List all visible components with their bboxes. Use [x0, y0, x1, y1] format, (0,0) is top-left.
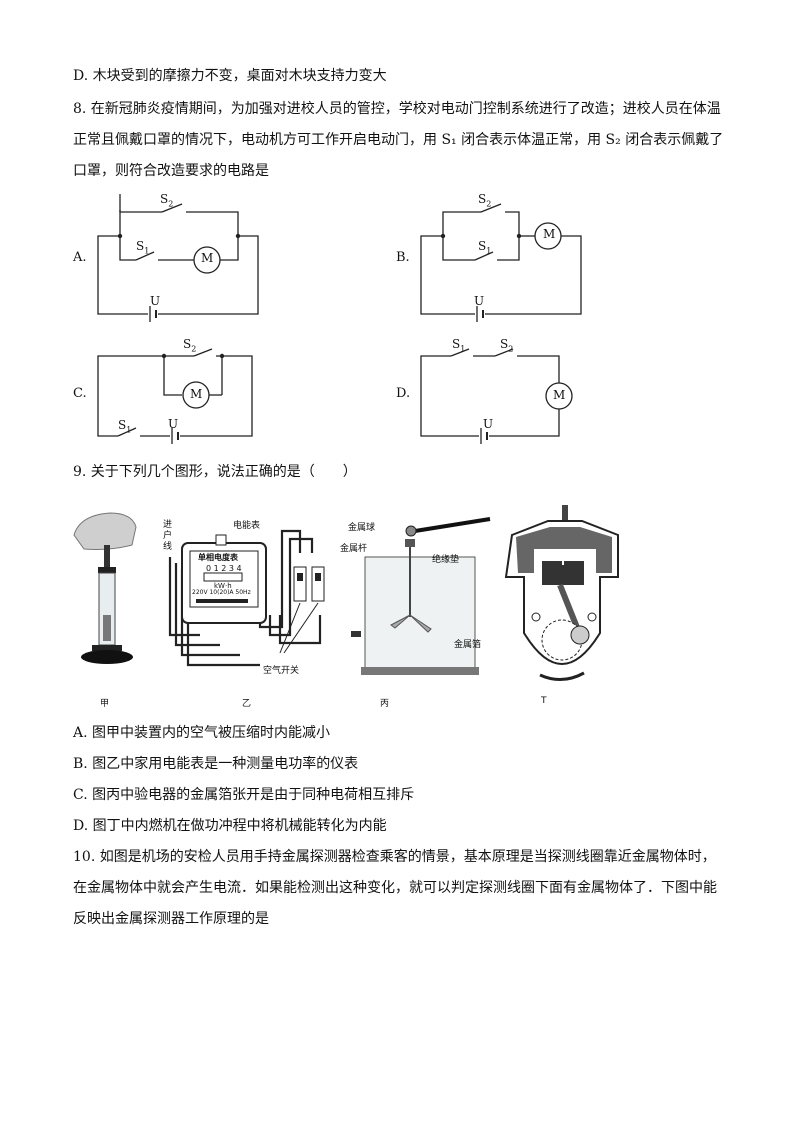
circuit-b-s1-label: S1	[478, 239, 492, 256]
figure-jia-compression-cylinder	[73, 512, 137, 664]
circuit-c-s1-label: S1	[118, 418, 132, 435]
figure-jia-caption: 甲	[100, 699, 110, 709]
meter-spec: 220V 10(20)A 50Hz	[192, 589, 251, 596]
circuit-b-diagram	[420, 203, 582, 322]
q8-option-c-label[interactable]: C.	[73, 386, 87, 401]
q7-option-d: D. 木块受到的摩擦力不变，桌面对木块支持力变大	[73, 68, 387, 84]
circuit-d-diagram	[420, 348, 573, 444]
q9-option-d[interactable]: D. 图丁中内燃机在做功冲程中将机械能转化为内能	[73, 818, 387, 834]
q10-stem-line2: 在金属物体中就会产生电流．如果能检测出这种变化，就可以判定探测线圈下面有金属物体…	[73, 880, 717, 896]
circuit-a-diagram	[97, 194, 259, 324]
q8-option-d-label[interactable]: D.	[396, 386, 411, 401]
meter-reading: 0 1 2 3 4	[206, 564, 242, 573]
circuit-a-s2-label: S2	[160, 192, 174, 209]
circuit-c-diagram	[97, 348, 253, 444]
q10-stem-line1: 10. 如图是机场的安检人员用手持金属探测器检查乘客的情景，基本原理是当探测线圈…	[73, 849, 716, 865]
meter-incoming-line-label: 进户线	[163, 520, 173, 552]
circuit-d-s2-label: S2	[500, 337, 514, 354]
circuit-d-motor-label: M	[553, 388, 566, 402]
figure-yi-caption: 乙	[242, 699, 252, 709]
circuit-d-s1-label: S1	[452, 337, 466, 354]
electroscope-ball-label: 金属球	[348, 523, 376, 533]
air-switch-label: 空气开关	[263, 666, 300, 676]
circuit-b-s2-label: S2	[478, 192, 492, 209]
circuit-c-s2-label: S2	[183, 337, 197, 354]
q9-option-b[interactable]: B. 图乙中家用电能表是一种测量电功率的仪表	[73, 756, 359, 772]
q8-stem-line2: 正常且佩戴口罩的情况下，电动机方可工作开启电动门，用 S₁ 闭合表示体温正常，用…	[73, 132, 724, 148]
meter-title: 单相电度表	[198, 553, 238, 562]
q8-stem-line3: 口罩，则符合改造要求的电路是	[73, 163, 269, 179]
circuit-a-source-label: U	[150, 294, 161, 308]
circuit-d-source-label: U	[483, 417, 494, 431]
circuit-c-motor-label: M	[190, 387, 203, 401]
electroscope-foil-label: 金属箔	[454, 640, 482, 650]
q8-option-b-label[interactable]: B.	[396, 250, 410, 265]
circuit-a-s1-label: S1	[136, 239, 150, 256]
q9-stem: 9. 关于下列几个图形，说法正确的是（ ）	[73, 464, 357, 480]
figure-yi-electric-meter	[168, 529, 325, 667]
circuit-b-source-label: U	[474, 294, 485, 308]
figure-bing-electroscope	[351, 517, 491, 675]
q10-stem-line3: 反映出金属探测器工作原理的是	[73, 911, 269, 927]
circuit-a-motor-label: M	[201, 251, 214, 265]
electroscope-rod-label: 金属杆	[340, 544, 368, 554]
meter-name-label: 电能表	[233, 521, 261, 531]
q8-stem-line1: 8. 在新冠肺炎疫情期间，为加强对进校人员的管控，学校对电动门控制系统进行了改造…	[73, 101, 721, 117]
figure-ding-caption: T	[541, 696, 547, 706]
figure-ding-engine	[504, 505, 619, 681]
circuit-b-motor-label: M	[543, 227, 556, 241]
q9-option-c[interactable]: C. 图丙中验电器的金属箔张开是由于同种电荷相互排斥	[73, 787, 415, 803]
q9-option-a[interactable]: A. 图甲中装置内的空气被压缩时内能减小	[73, 725, 331, 741]
electroscope-pad-label: 绝缘垫	[432, 555, 460, 565]
meter-unit: kW·h	[214, 582, 232, 590]
circuit-c-source-label: U	[168, 417, 179, 431]
q8-option-a-label[interactable]: A.	[73, 250, 87, 265]
figure-bing-caption: 丙	[380, 699, 390, 709]
